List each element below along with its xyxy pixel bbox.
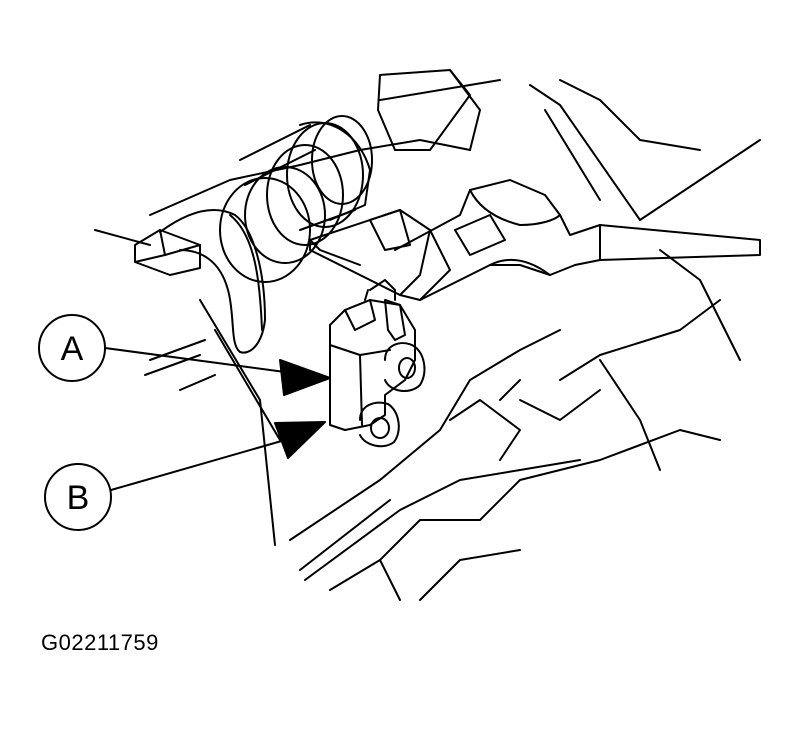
mounting-ear-upper: [384, 342, 426, 392]
sensor: [329, 279, 416, 431]
mounting-ear-lower: [359, 401, 400, 448]
engine-housing-outline: [94, 69, 761, 601]
callout-a-arrowhead: [279, 359, 331, 396]
callout-b-arrowhead: [274, 421, 326, 459]
callout-a-label: A: [61, 330, 84, 368]
callout-b: B: [44, 421, 326, 531]
bolt-head: [134, 229, 201, 276]
callout-b-label: B: [67, 479, 90, 517]
callout-a: A: [38, 314, 331, 396]
wrench: [394, 179, 761, 301]
fork-arm: [159, 209, 266, 354]
figure-id: G02211759: [41, 630, 159, 655]
gear-stack: [219, 115, 373, 283]
sensor-bracket: [309, 209, 451, 301]
